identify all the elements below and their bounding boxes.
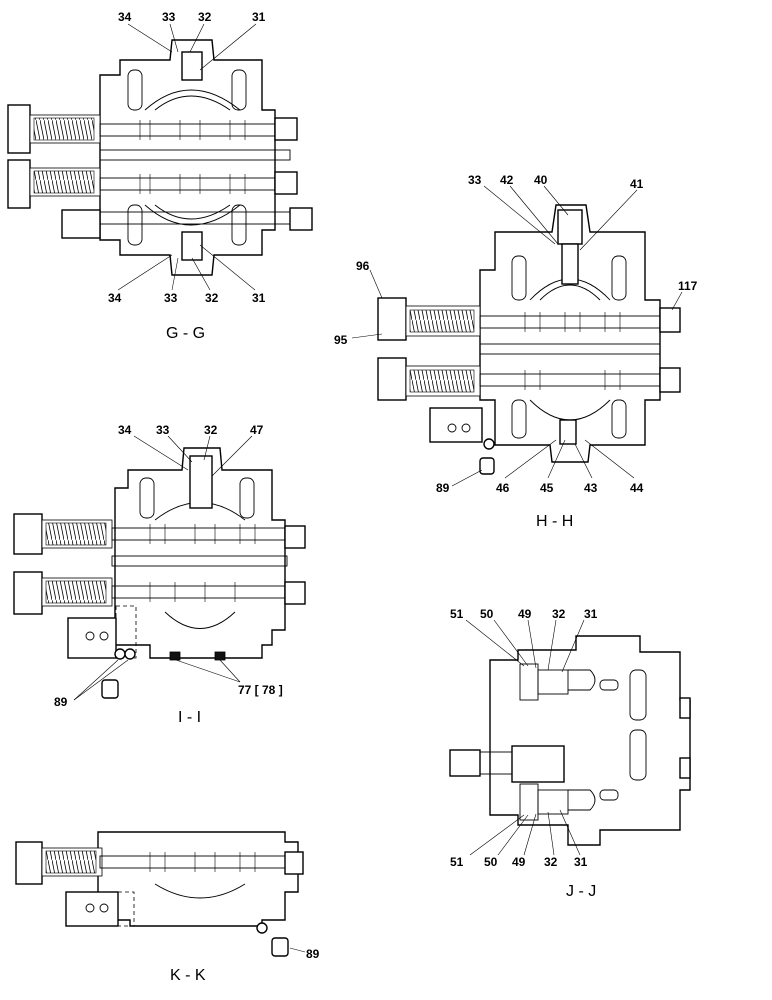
section-view-jj: 51 50 49 32 31 51 50 49 32 31 J - J bbox=[449, 607, 691, 900]
view-caption-jj: J - J bbox=[566, 883, 596, 900]
callout-hh-43: 43 bbox=[584, 481, 598, 495]
callout-ii-33: 33 bbox=[156, 423, 170, 437]
callout-jj-50-top: 50 bbox=[480, 607, 494, 621]
view-caption-gg: G - G bbox=[166, 325, 205, 342]
callout-hh-41: 41 bbox=[630, 177, 644, 191]
callout-gg-31-top: 31 bbox=[252, 10, 266, 24]
callout-hh-42: 42 bbox=[500, 173, 514, 187]
callout-hh-95: 95 bbox=[334, 333, 348, 347]
callout-jj-31-top: 31 bbox=[584, 607, 598, 621]
callout-ii-32: 32 bbox=[204, 423, 218, 437]
callout-gg-34-top: 34 bbox=[118, 10, 132, 24]
callout-hh-117: 117 bbox=[678, 279, 698, 293]
callout-jj-49-bottom: 49 bbox=[512, 855, 526, 869]
callout-hh-89: 89 bbox=[436, 481, 450, 495]
callout-gg-31-bottom: 31 bbox=[252, 291, 266, 305]
callout-jj-31-bottom: 31 bbox=[574, 855, 588, 869]
callout-ii-34: 34 bbox=[118, 423, 132, 437]
callout-jj-32-bottom: 32 bbox=[544, 855, 558, 869]
callout-hh-33: 33 bbox=[468, 173, 482, 187]
callout-jj-51-bottom: 51 bbox=[450, 855, 464, 869]
section-view-hh: 33 42 40 41 96 95 117 89 46 45 43 44 H -… bbox=[334, 173, 698, 530]
callout-gg-33-top: 33 bbox=[162, 10, 176, 24]
section-view-kk: 89 K - K bbox=[15, 831, 320, 984]
callout-ii-77-78: 77 [ 78 ] bbox=[238, 683, 283, 697]
callout-gg-32-bottom: 32 bbox=[205, 291, 219, 305]
callout-gg-34-bottom: 34 bbox=[108, 291, 122, 305]
callout-jj-32-top: 32 bbox=[552, 607, 566, 621]
callout-hh-46: 46 bbox=[496, 481, 510, 495]
callout-ii-89: 89 bbox=[54, 695, 68, 709]
callout-jj-51-top: 51 bbox=[450, 607, 464, 621]
view-caption-ii: I - I bbox=[178, 709, 201, 726]
callout-jj-50-bottom: 50 bbox=[484, 855, 498, 869]
section-view-ii: 34 33 32 47 89 77 [ 78 ] I - I bbox=[13, 423, 306, 726]
view-caption-kk: K - K bbox=[170, 967, 206, 984]
section-view-gg: 34 33 32 31 34 33 32 31 G - G bbox=[7, 10, 313, 342]
callout-hh-96: 96 bbox=[356, 259, 370, 273]
callout-gg-33-bottom: 33 bbox=[164, 291, 178, 305]
callout-jj-49-top: 49 bbox=[518, 607, 532, 621]
callout-hh-40: 40 bbox=[534, 173, 548, 187]
view-caption-hh: H - H bbox=[536, 513, 573, 530]
callout-gg-32-top: 32 bbox=[198, 10, 212, 24]
callout-hh-44: 44 bbox=[630, 481, 644, 495]
callout-kk-89: 89 bbox=[306, 947, 320, 961]
callout-hh-45: 45 bbox=[540, 481, 554, 495]
callout-ii-47: 47 bbox=[250, 423, 264, 437]
